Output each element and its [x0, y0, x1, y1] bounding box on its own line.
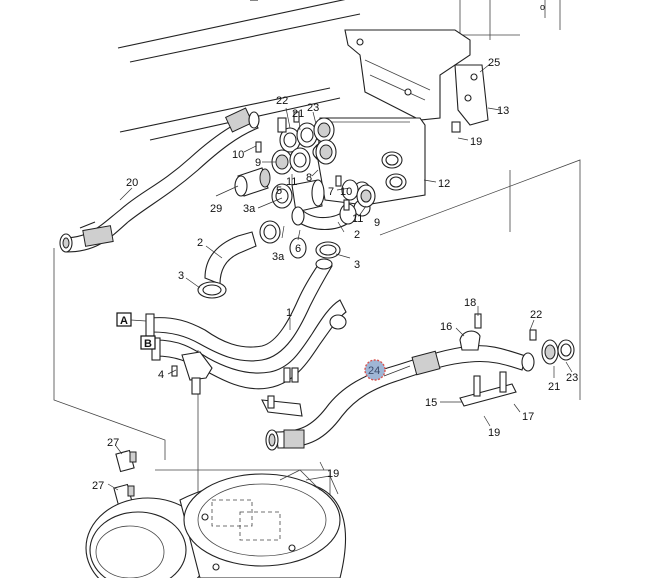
part-label-5: 5: [276, 185, 282, 197]
part-label-20: 20: [126, 177, 138, 189]
part-label-1: 1: [286, 307, 292, 319]
part-label-11-left: 11: [286, 176, 297, 188]
part-label-2-left: 2: [197, 237, 203, 249]
box-label-b-text: B: [144, 338, 152, 350]
bolts-27: [113, 449, 137, 507]
highlight-part-24[interactable]: 24: [364, 359, 386, 381]
part-label-o: o: [540, 2, 545, 12]
part-label-25: 25: [488, 57, 500, 69]
part-label-9-left: 9: [255, 157, 261, 169]
part-label-8: 8: [306, 172, 312, 184]
part-label-11-right: 11: [352, 213, 363, 225]
part-label-29: 29: [210, 203, 222, 215]
part-label-16: 16: [440, 321, 452, 333]
part-label-10-left: 10: [232, 149, 244, 161]
part-label-18: 18: [464, 297, 476, 309]
part-label-4: 4: [158, 369, 164, 381]
leader-lines: [107, 63, 573, 491]
part-label-19-bottom: 19: [327, 468, 339, 480]
clamp-cluster: [234, 111, 376, 259]
part-label-6: 6: [295, 243, 301, 255]
part-label-10-right: 10: [340, 186, 352, 198]
part-24-label: 24: [368, 365, 380, 377]
box-label-b: B: [140, 335, 156, 350]
hose-20: [59, 107, 260, 253]
part-label-22-top: 22: [276, 95, 288, 107]
part-label-19-top: 19: [470, 136, 482, 148]
part-label-3-left: 3: [178, 270, 184, 282]
hose-24: [261, 313, 575, 451]
part-label-9-right: 9: [374, 217, 380, 229]
part-label-13: 13: [497, 105, 509, 117]
part-label-3-right: 3: [354, 259, 360, 271]
pipe-1: [145, 258, 347, 395]
part-label-19-mid: 19: [488, 427, 500, 439]
part-label-27-top: 27: [107, 437, 119, 449]
part-label-3a-upper: 3a: [243, 203, 256, 215]
box-label-a: A: [116, 312, 147, 327]
part-label-21-right: 21: [548, 381, 560, 393]
part-labels: o 25 13 19 22 21 23 10 9 11 8 10 12 20 2…: [92, 2, 578, 492]
alternator-unit: [85, 469, 346, 578]
part-label-23-top: 23: [307, 102, 319, 114]
part-label-3a-lower: 3a: [272, 251, 285, 263]
part-label-12: 12: [438, 178, 450, 190]
part-label-2-right: 2: [354, 229, 360, 241]
box-label-a-text: A: [120, 315, 128, 327]
part-label-15: 15: [425, 397, 437, 409]
mounting-bracket: [344, 29, 489, 133]
part-label-7: 7: [328, 186, 334, 198]
part-label-27-bottom: 27: [92, 480, 104, 492]
part-label-23-right: 23: [566, 372, 578, 384]
part-label-17: 17: [522, 411, 534, 423]
part-label-22-right: 22: [530, 309, 542, 321]
hose-2: [197, 231, 257, 299]
part-label-21-top: 21: [292, 108, 304, 120]
